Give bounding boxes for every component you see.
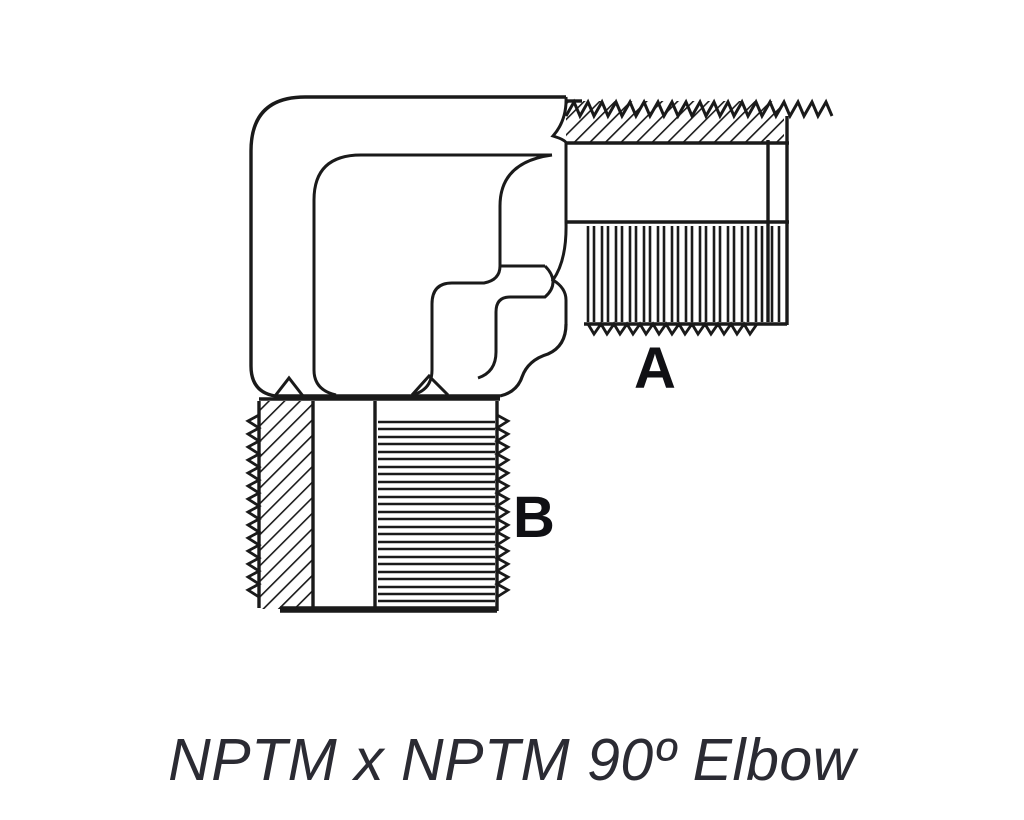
elbow-body [249, 95, 568, 401]
port-a-thread-crest [564, 98, 834, 120]
elbow-right-fillet-lower [550, 221, 568, 301]
shoulder-fillet-right [410, 373, 450, 397]
diagram-caption: NPTM x NPTM 90º Elbow [168, 727, 856, 793]
elbow-lower-right-contour [499, 323, 568, 398]
elbow-fitting-diagram [245, 95, 834, 613]
caption-container: NPTM x NPTM 90º Elbow [0, 700, 1024, 820]
port-label-b: B [513, 485, 555, 550]
port-b-left-thread-roots [245, 413, 262, 599]
port-b-section-hatch [259, 401, 314, 609]
elbow-inner-contour [312, 153, 552, 397]
shoulder-fillet-left [273, 375, 305, 397]
port-b-thread-lines [378, 420, 495, 603]
port-a-thread-roots [586, 321, 759, 337]
port-a-thread-lines [586, 226, 781, 322]
port-label-a: A [634, 336, 676, 401]
elbow-right-fillet-upper [550, 96, 568, 144]
elbow-bore-right-wall [477, 264, 555, 380]
elbow-drawing-svg [245, 95, 834, 613]
port-b-thread-assembly [245, 401, 511, 613]
elbow-geometry [245, 95, 834, 613]
port-a-thread-assembly [564, 98, 834, 337]
port-b-thread-roots [494, 413, 511, 599]
elbow-outer-contour [249, 95, 566, 398]
elbow-throat-contour [411, 153, 553, 397]
